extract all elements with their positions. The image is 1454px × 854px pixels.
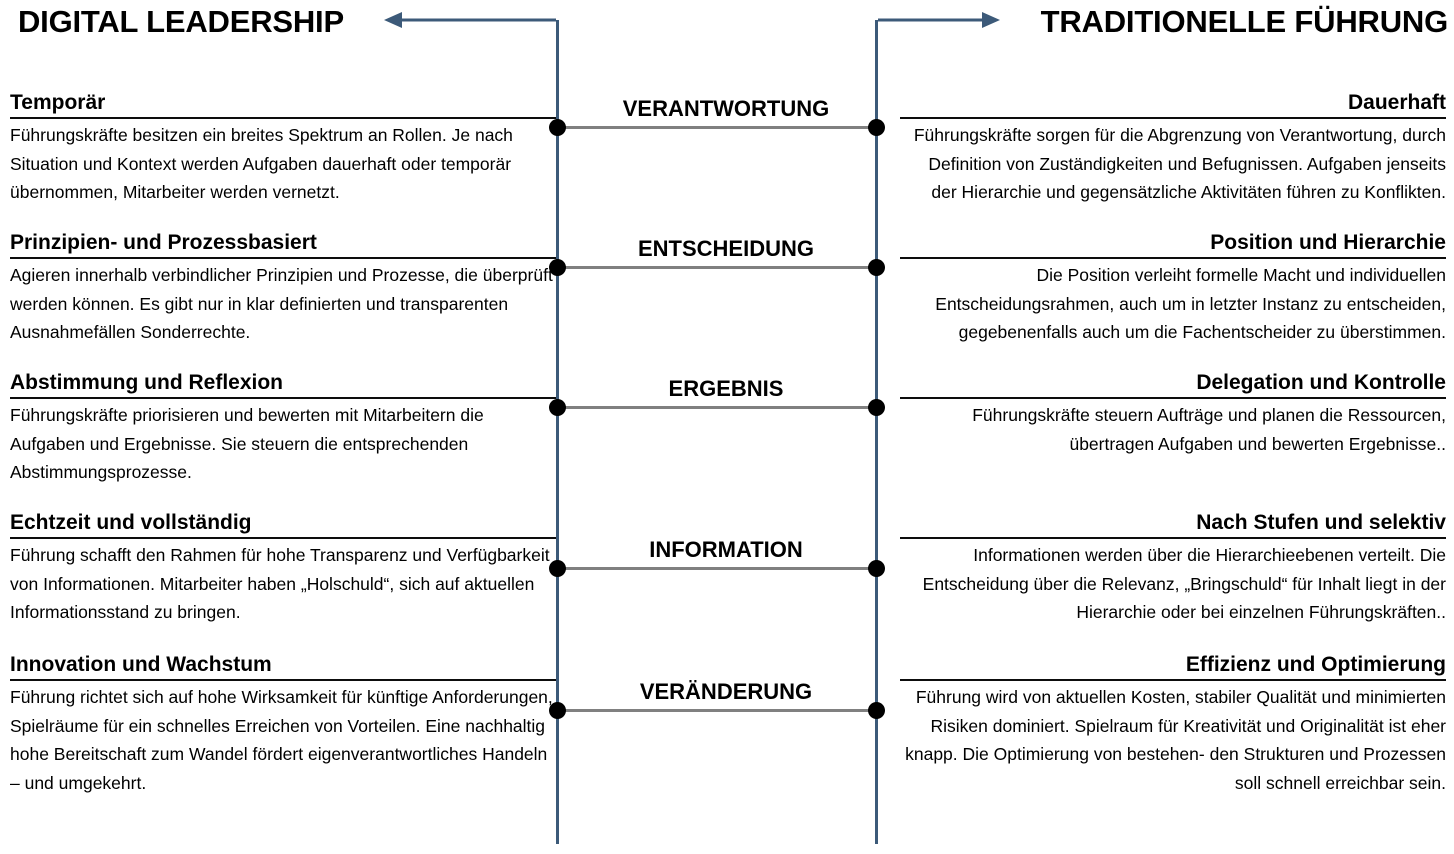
connector-line-3 bbox=[556, 567, 878, 570]
connector-line-2 bbox=[556, 406, 878, 409]
node-dot-right-3 bbox=[868, 560, 885, 577]
node-dot-left-4 bbox=[549, 702, 566, 719]
connector-line-1 bbox=[556, 266, 878, 269]
connector-line-4 bbox=[556, 709, 878, 712]
category-label-entscheidung: ENTSCHEIDUNG bbox=[637, 236, 814, 261]
right-rule-1 bbox=[900, 257, 1446, 259]
left-heading-2: Abstimmung und Reflexion bbox=[10, 371, 283, 394]
right-heading-2: Delegation und Kontrolle bbox=[1196, 371, 1446, 394]
node-dot-left-3 bbox=[549, 560, 566, 577]
right-rule-0 bbox=[900, 117, 1446, 119]
left-block-2: Abstimmung und Reflexion Führungskräfte … bbox=[10, 370, 556, 487]
left-body-4: Führung richtet sich auf hohe Wirksamkei… bbox=[10, 687, 553, 793]
left-block-4: Innovation und Wachstum Führung richtet … bbox=[10, 652, 556, 797]
right-block-1: Position und Hierarchie Die Position ver… bbox=[900, 230, 1446, 347]
right-heading-0: Dauerhaft bbox=[1347, 91, 1446, 114]
left-rule-1 bbox=[10, 257, 556, 259]
category-label-ergebnis: ERGEBNIS bbox=[668, 376, 784, 401]
right-body-2: Führungskräfte steuern Aufträge und plan… bbox=[972, 405, 1446, 454]
node-dot-left-2 bbox=[549, 399, 566, 416]
left-body-1: Agieren innerhalb verbindlicher Prinzipi… bbox=[10, 265, 553, 342]
node-dot-right-4 bbox=[868, 702, 885, 719]
right-rule-3 bbox=[900, 537, 1446, 539]
right-rule-4 bbox=[900, 679, 1446, 681]
right-block-2: Delegation und Kontrolle Führungskräfte … bbox=[900, 370, 1446, 458]
arrow-right-icon bbox=[878, 12, 1000, 28]
page-title-traditionelle-fuehrung: TRADITIONELLE FÜHRUNG bbox=[1040, 4, 1449, 39]
arrow-left-icon bbox=[384, 12, 556, 28]
left-vertical-spine bbox=[556, 38, 559, 844]
right-heading-4: Effizienz und Optimierung bbox=[1185, 653, 1446, 676]
left-block-1: Prinzipien- und Prozessbasiert Agieren i… bbox=[10, 230, 556, 347]
category-label-information: INFORMATION bbox=[649, 537, 803, 562]
left-rule-2 bbox=[10, 397, 556, 399]
left-rule-0 bbox=[10, 117, 556, 119]
right-heading-3: Nach Stufen und selektiv bbox=[1196, 511, 1446, 534]
right-body-1: Die Position verleiht formelle Macht und… bbox=[935, 265, 1446, 342]
connector-line-0 bbox=[556, 126, 878, 129]
left-body-2: Führungskräfte priorisieren und bewerten… bbox=[10, 405, 484, 482]
category-label-veraenderung: VERÄNDERUNG bbox=[639, 679, 813, 704]
category-label-verantwortung: VERANTWORTUNG bbox=[622, 96, 830, 121]
node-dot-right-0 bbox=[868, 119, 885, 136]
node-dot-right-1 bbox=[868, 259, 885, 276]
node-dot-left-0 bbox=[549, 119, 566, 136]
left-block-0: Temporär Führungskräfte besitzen ein bre… bbox=[10, 90, 556, 207]
page-title-digital-leadership: DIGITAL LEADERSHIP bbox=[18, 4, 344, 39]
node-dot-left-1 bbox=[549, 259, 566, 276]
left-body-3: Führung schafft den Rahmen für hohe Tran… bbox=[10, 545, 550, 622]
right-body-0: Führungskräfte sorgen für die Abgrenzung… bbox=[913, 125, 1446, 202]
left-heading-1: Prinzipien- und Prozessbasiert bbox=[10, 231, 317, 254]
right-block-0: Dauerhaft Führungskräfte sorgen für die … bbox=[900, 90, 1446, 207]
right-block-3: Nach Stufen und selektiv Informationen w… bbox=[900, 510, 1446, 627]
right-body-3: Informationen werden über die Hierarchie… bbox=[922, 545, 1446, 622]
left-heading-0: Temporär bbox=[10, 91, 106, 114]
left-body-0: Führungskräfte besitzen ein breites Spek… bbox=[10, 125, 513, 202]
left-heading-4: Innovation und Wachstum bbox=[10, 653, 272, 676]
right-vertical-spine bbox=[875, 38, 878, 844]
right-block-4: Effizienz und Optimierung Führung wird v… bbox=[900, 652, 1446, 797]
right-body-4: Führung wird von aktuellen Kosten, stabi… bbox=[905, 687, 1446, 793]
left-rule-4 bbox=[10, 679, 556, 681]
left-rule-3 bbox=[10, 537, 556, 539]
node-dot-right-2 bbox=[868, 399, 885, 416]
left-block-3: Echtzeit und vollständig Führung schafft… bbox=[10, 510, 556, 627]
right-rule-2 bbox=[900, 397, 1446, 399]
right-heading-1: Position und Hierarchie bbox=[1210, 231, 1446, 254]
left-heading-3: Echtzeit und vollständig bbox=[10, 511, 252, 534]
